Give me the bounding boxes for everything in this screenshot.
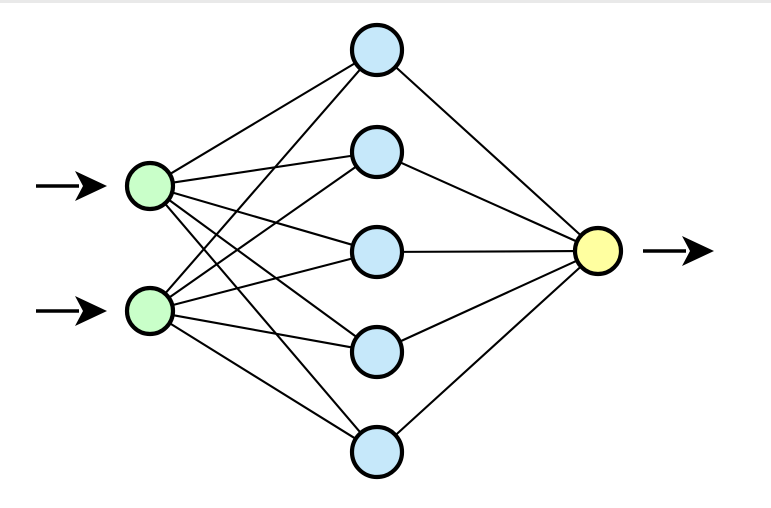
hidden-node-4[interactable]	[349, 324, 405, 380]
input-arrow-top-head	[75, 171, 107, 201]
edge-h3-o1	[402, 250, 575, 253]
input-arrow-bottom-head	[75, 296, 107, 326]
hidden-node-2[interactable]	[349, 124, 405, 180]
edge-h2-o1	[399, 161, 577, 243]
node-group	[124, 22, 624, 480]
input-node-1[interactable]	[124, 160, 176, 212]
edge-i2-h5	[169, 322, 356, 440]
edge-i1-h4	[168, 199, 357, 338]
edge-h1-o1	[395, 66, 582, 236]
edge-i1-h3	[172, 191, 353, 246]
edge-i2-h4	[172, 314, 353, 349]
edge-h5-o1	[395, 266, 582, 436]
edge-i1-h5	[164, 203, 362, 434]
edge-i1-h2	[172, 154, 353, 184]
edge-h4-o1	[399, 260, 578, 343]
edge-group	[164, 62, 582, 440]
hidden-node-1[interactable]	[349, 22, 405, 78]
edge-i1-h1	[169, 62, 356, 175]
output-arrow-head	[682, 236, 714, 266]
arrow-group	[36, 171, 714, 326]
hidden-node-5[interactable]	[349, 424, 405, 480]
edge-i2-h3	[172, 257, 353, 306]
edge-i2-h1	[164, 68, 361, 294]
output-node-1[interactable]	[572, 225, 624, 277]
edge-i2-h2	[168, 165, 357, 299]
hidden-node-3[interactable]	[349, 224, 405, 280]
input-node-2[interactable]	[124, 285, 176, 337]
